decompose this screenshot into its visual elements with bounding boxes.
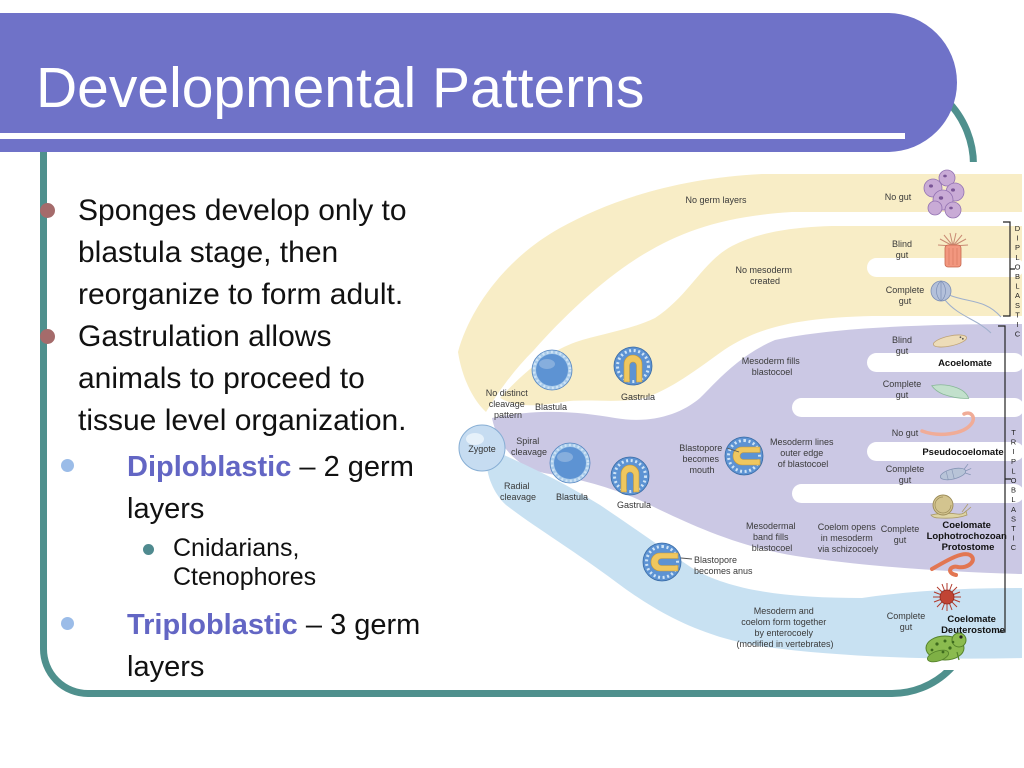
label-radial-cleavage: Radial cleavage <box>500 481 536 502</box>
gastrula-mouth-icon <box>723 435 765 477</box>
rotifer-icon <box>939 463 972 481</box>
gastrula-mid-icon <box>609 455 651 497</box>
snail-icon <box>930 494 972 519</box>
blastula-label: Blastula <box>556 492 588 502</box>
red-worm-icon <box>930 552 975 577</box>
pointer-line <box>726 447 740 453</box>
bullet-line: animals to proceed to <box>78 362 365 395</box>
bullet-dot-l1 <box>40 329 55 344</box>
bullet-item-sponges: Sponges develop only to blastula stage, … <box>78 190 407 316</box>
group-label-pseudocoelomate: Pseudocoelomate <box>922 447 1003 458</box>
blastula-top-icon <box>530 348 574 392</box>
sea-anemone-icon <box>937 232 969 268</box>
group-label-deuterostome: Coelomate Deuterostome <box>941 614 1005 636</box>
flatworm-icon <box>932 334 968 348</box>
bullet-dot-l1 <box>40 203 55 218</box>
label-coelom-opens: Coelom opens in mesoderm via schizocoely <box>818 522 879 554</box>
notch <box>867 442 1024 461</box>
label-no-cleavage: No distinct cleavage pattern <box>486 388 531 420</box>
zygote-label: Zygote <box>468 444 496 454</box>
bullet-line: layers <box>127 651 205 683</box>
bullet-item-cnidarians: Cnidarians, Ctenophores <box>173 534 316 592</box>
label-blastopore-anus: Blastopore becomes anus <box>694 555 753 576</box>
band-porifera-yellow <box>458 174 1022 412</box>
bullet-dot-l2 <box>61 459 74 472</box>
bullet-item-gastrulation: Gastrulation allows animals to proceed t… <box>78 316 407 442</box>
bullet-line: Cnidarians, <box>173 534 300 562</box>
diploblastic-bracket <box>1003 221 1015 317</box>
bullet-line: Gastrulation allows <box>78 320 332 353</box>
title-underline <box>0 133 905 139</box>
label-blastopore-mouth: Blastopore becomes mouth <box>679 443 725 475</box>
zygote-icon <box>458 424 506 472</box>
label-mesoderm-fills: Mesoderm fills blastocoel <box>742 356 803 377</box>
bullet-line: Sponges develop only to <box>78 194 407 227</box>
bullet-line: Ctenophores <box>173 563 317 591</box>
bullet-line: Triploblastic – 3 germ <box>127 604 420 646</box>
page-title: Developmental Patterns <box>36 56 645 120</box>
roundworm-icon <box>920 411 976 437</box>
triploblastic-bracket <box>998 325 1011 633</box>
bullet-item-diploblastic: Diploblastic – 2 germ layers <box>127 446 414 530</box>
bullet-line: reorganize to form adult. <box>78 278 404 311</box>
diploblastic-vertical-label: DIPLOBLASTIC <box>1013 224 1022 340</box>
group-label-acoelomate: Acoelomate <box>938 358 992 369</box>
bullet-dot-l3 <box>143 544 154 555</box>
notch <box>867 258 1024 277</box>
blastula-label: Blastula <box>535 402 567 412</box>
term-triploblastic: Triploblastic <box>127 609 298 641</box>
notch <box>792 398 1024 417</box>
bullet-line: layers <box>127 493 205 525</box>
notch <box>867 353 1024 372</box>
label-mesoderm-coelom: Mesoderm and coelom form together by ent… <box>736 606 833 649</box>
gut-label-sponge: No gut <box>885 192 912 202</box>
triploblastic-vertical-label: TRIPLOBLASTIC <box>1009 428 1018 553</box>
title-bar: Developmental Patterns <box>0 13 957 152</box>
term-diploblastic: Diploblastic <box>127 451 292 483</box>
label-no-mesoderm: No mesoderm created <box>735 265 794 286</box>
label-no-germ-layers: No germ layers <box>685 195 747 205</box>
bullet-line: blastula stage, then <box>78 236 339 269</box>
green-worm-icon <box>931 384 970 399</box>
label-spiral-cleavage: Spiral cleavage <box>511 436 547 457</box>
bullet-line-rest: – 3 germ <box>297 609 421 641</box>
gastrula-top-icon <box>612 345 654 387</box>
gastrula-label: Gastrula <box>617 500 651 510</box>
sponge-icon <box>923 169 965 219</box>
bullet-dot-l2 <box>61 617 74 630</box>
notch <box>792 484 1024 503</box>
sea-urchin-icon <box>933 583 961 611</box>
bullet-line: tissue level organization. <box>78 404 407 437</box>
bullet-line-rest: – 2 germ <box>291 451 414 483</box>
gastrula-label: Gastrula <box>621 392 655 402</box>
gut-label-roundworm: No gut <box>892 428 919 438</box>
ctenophore-icon <box>930 280 1002 334</box>
pointer-line <box>680 557 693 560</box>
bullet-item-triploblastic: Triploblastic – 3 germ layers <box>127 604 420 688</box>
gastrula-anus-icon <box>641 541 683 583</box>
group-label-lophotrochozoan: Coelomate Lophotrochozoan Protostome <box>927 520 1010 553</box>
bullet-line: Diploblastic – 2 germ <box>127 446 414 488</box>
band-deuterostome-blue <box>486 448 1022 659</box>
label-mesodermal-band: Mesodermal band fills blastocoel <box>746 521 798 553</box>
blastula-mid-icon <box>548 441 592 485</box>
frog-icon <box>925 632 967 663</box>
development-diagram: Zygote Blastula Gastrula Blastula Gastru… <box>455 162 1024 670</box>
label-mesoderm-lines: Mesoderm lines outer edge of blastocoel <box>770 437 836 469</box>
